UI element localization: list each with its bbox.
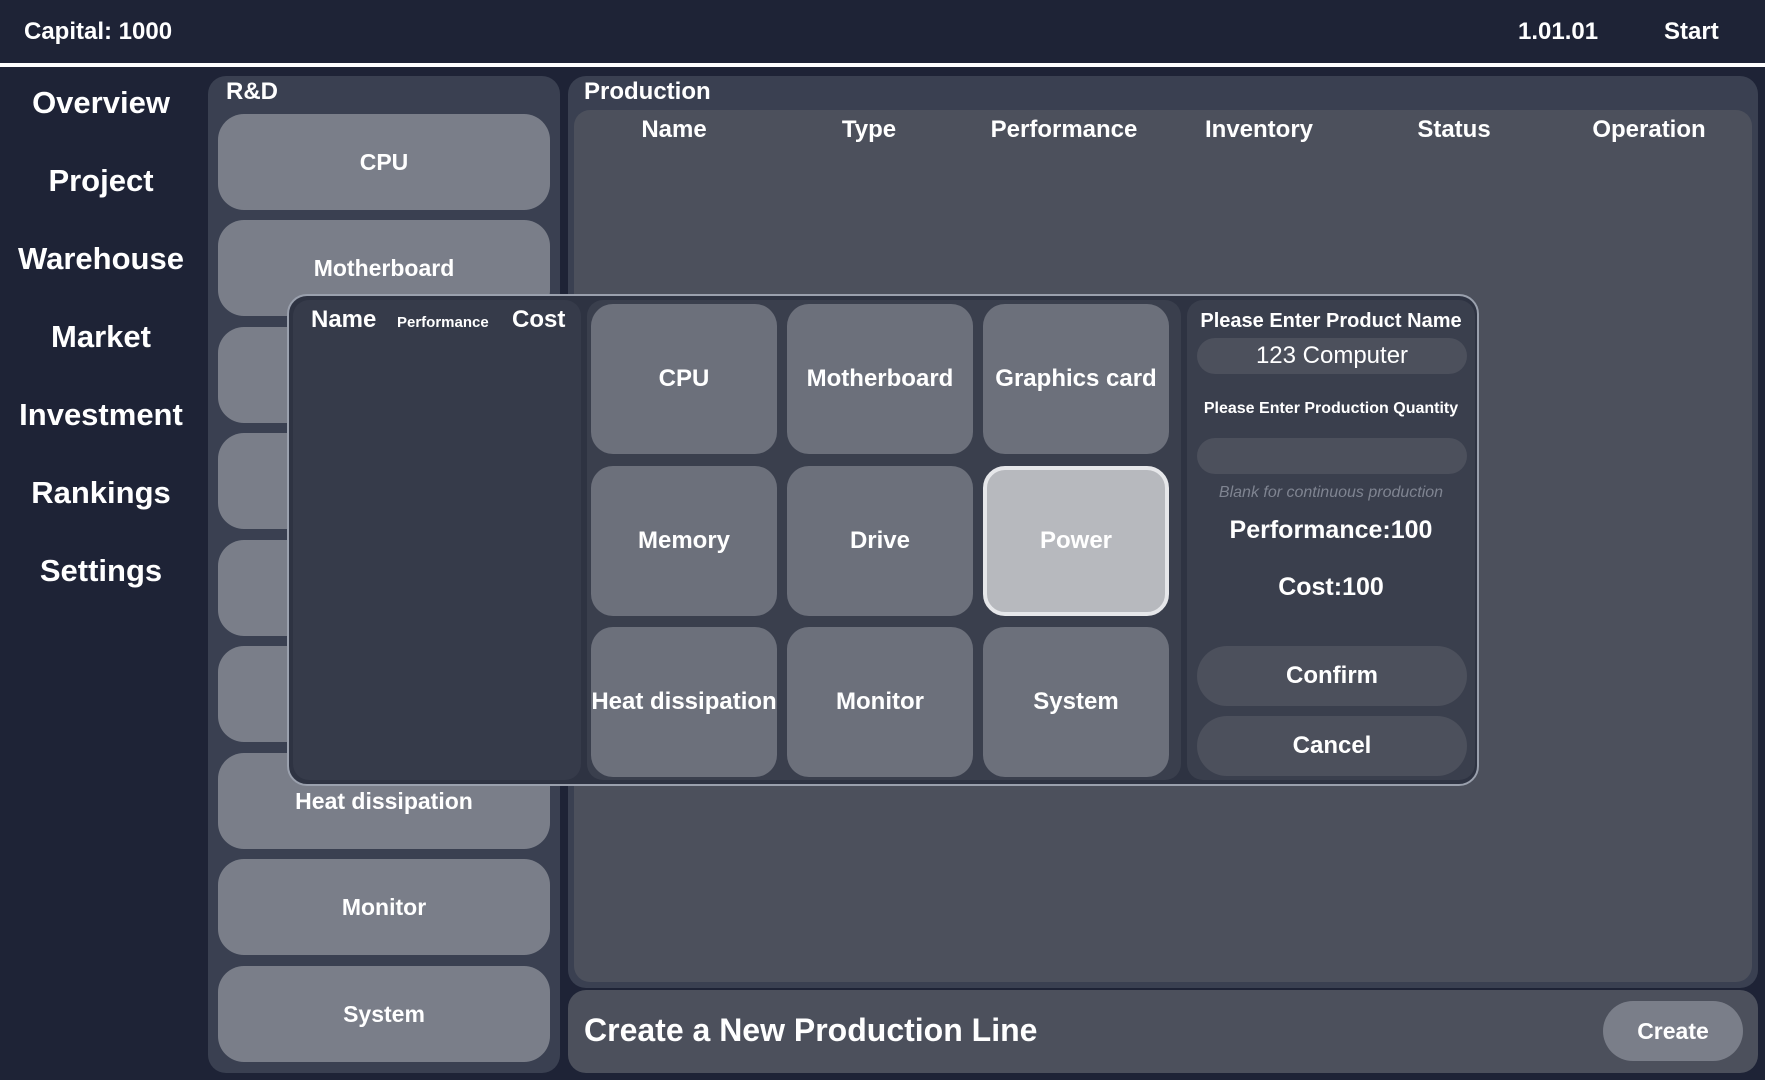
new-product-dialog: Name Performance Cost CPU Motherboard Gr…: [287, 294, 1479, 786]
rd-title: R&D: [226, 78, 278, 105]
cancel-button[interactable]: Cancel: [1197, 716, 1467, 776]
nav-item-warehouse[interactable]: Warehouse: [18, 241, 184, 276]
category-motherboard[interactable]: Motherboard: [787, 304, 973, 454]
product-form: Please Enter Product Name Please Enter P…: [1187, 300, 1475, 780]
product-name-label: Please Enter Product Name: [1200, 310, 1462, 332]
create-button[interactable]: Create: [1603, 1001, 1743, 1061]
column-header-status: Status: [1417, 116, 1491, 143]
create-production-line-title: Create a New Production Line: [584, 1012, 1038, 1048]
nav-item-investment[interactable]: Investment: [19, 397, 183, 432]
performance-value: Performance:100: [1229, 516, 1433, 544]
column-header-performance: Performance: [990, 116, 1138, 143]
category-heat-dissipation[interactable]: Heat dissipation: [591, 627, 777, 777]
list-header-cost: Cost: [512, 306, 566, 333]
confirm-button[interactable]: Confirm: [1197, 646, 1467, 706]
column-header-type: Type: [841, 116, 897, 143]
main-nav: Overview Project Warehouse Market Invest…: [0, 71, 202, 1080]
component-list: Name Performance Cost: [293, 300, 581, 780]
column-header-name: Name: [641, 116, 707, 143]
category-graphics-card[interactable]: Graphics card: [983, 304, 1169, 454]
category-cpu[interactable]: CPU: [591, 304, 777, 454]
capital-display: Capital: 1000: [24, 18, 173, 45]
quantity-hint: Blank for continuous production: [1218, 484, 1444, 501]
column-header-operation: Operation: [1592, 116, 1706, 143]
production-quantity-label: Please Enter Production Quantity: [1203, 400, 1459, 417]
production-title: Production: [584, 78, 711, 105]
cost-value: Cost:100: [1278, 573, 1384, 601]
nav-item-rankings[interactable]: Rankings: [31, 475, 171, 510]
category-grid: CPU Motherboard Graphics card Memory Dri…: [587, 300, 1181, 780]
category-power[interactable]: Power: [983, 466, 1169, 616]
nav-item-overview[interactable]: Overview: [32, 85, 170, 120]
nav-item-settings[interactable]: Settings: [39, 553, 163, 588]
rd-item-system[interactable]: System: [218, 966, 550, 1062]
category-monitor[interactable]: Monitor: [787, 627, 973, 777]
category-system[interactable]: System: [983, 627, 1169, 777]
product-name-input[interactable]: [1197, 338, 1467, 374]
nav-item-project[interactable]: Project: [48, 163, 154, 198]
nav-item-market[interactable]: Market: [51, 319, 151, 354]
rd-item-cpu[interactable]: CPU: [218, 114, 550, 210]
category-memory[interactable]: Memory: [591, 466, 777, 616]
rd-item-monitor[interactable]: Monitor: [218, 859, 550, 955]
production-quantity-input[interactable]: [1197, 438, 1467, 474]
list-header-name: Name: [311, 306, 377, 333]
start-button[interactable]: Start: [1664, 18, 1719, 45]
top-bar: Capital: 1000 1.01.01 Start: [0, 0, 1765, 67]
date-display: 1.01.01: [1518, 18, 1599, 45]
list-header-performance: Performance: [397, 314, 489, 331]
category-drive[interactable]: Drive: [787, 466, 973, 616]
column-header-inventory: Inventory: [1204, 116, 1314, 143]
create-production-line-bar: Create a New Production Line Create: [568, 990, 1758, 1073]
